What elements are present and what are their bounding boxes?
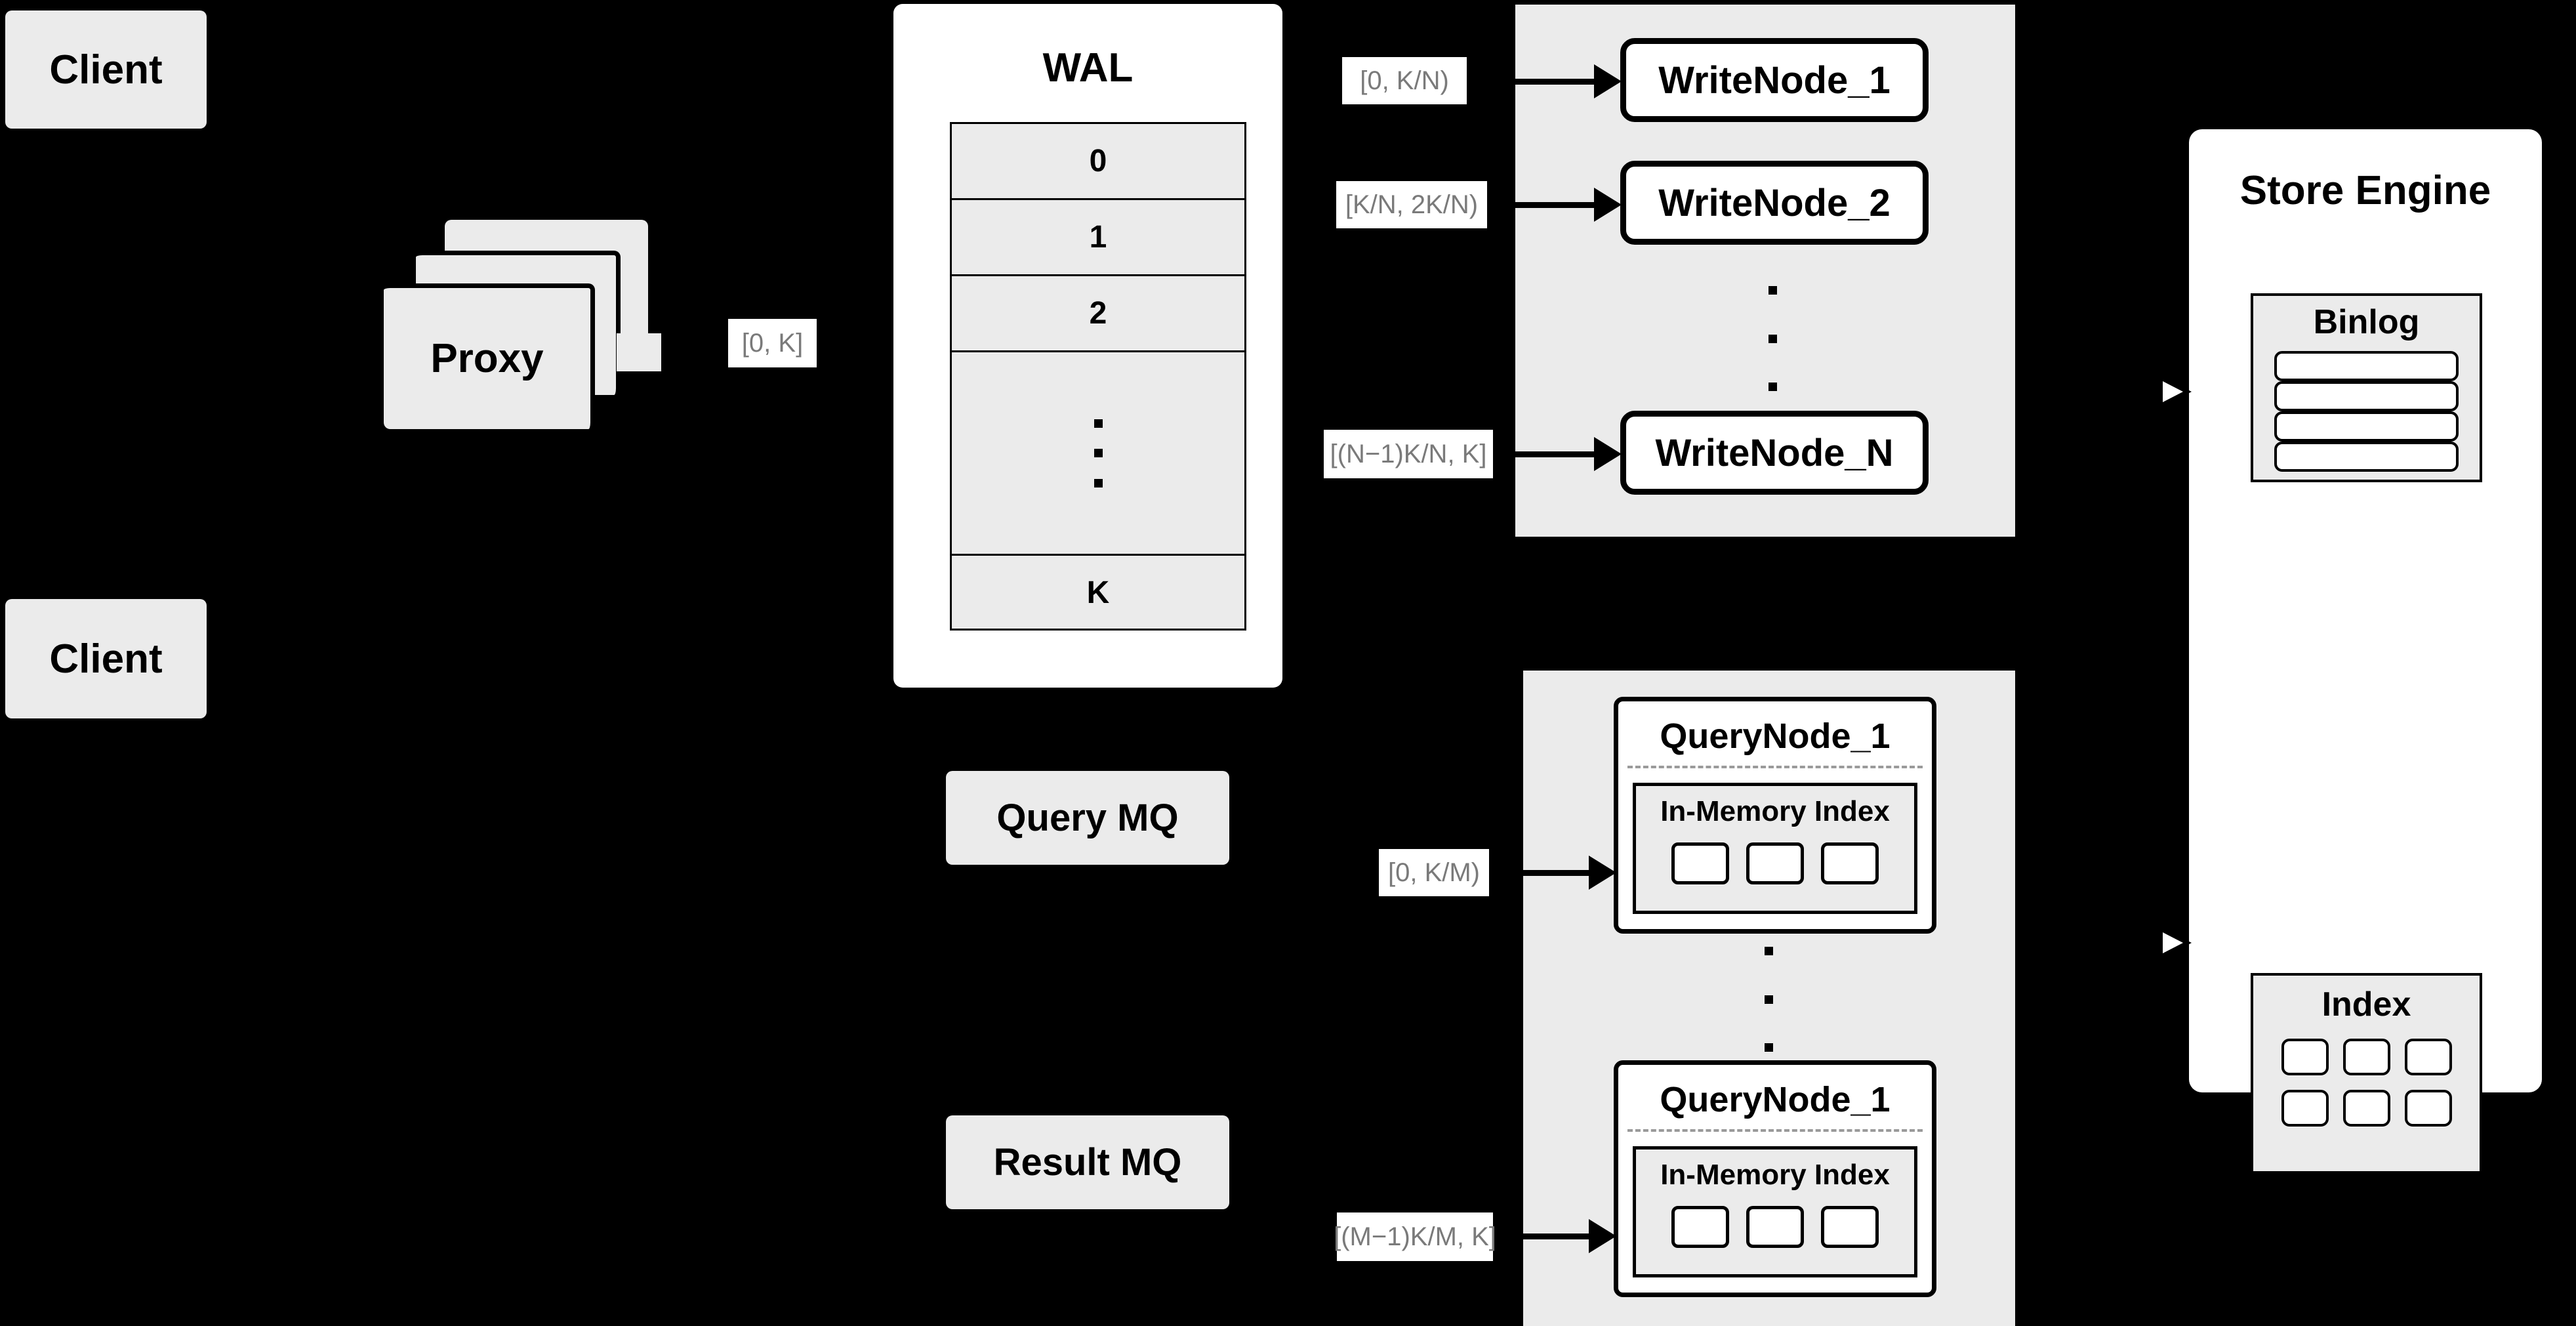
- query-node-divider: [1627, 766, 1923, 768]
- index-cell[interactable]: [2404, 1039, 2452, 1075]
- query-node-divider: [1627, 1129, 1923, 1132]
- write-node-label: WriteNode_N: [1655, 431, 1894, 474]
- index-cell[interactable]: [2342, 1090, 2390, 1127]
- store-engine-panel: Store Engine Binlog Index: [2189, 129, 2542, 1174]
- client-box-2[interactable]: Client: [5, 599, 207, 718]
- arrow-to-write-node-n: [1498, 437, 1622, 471]
- result-mq-box[interactable]: Result MQ: [946, 1115, 1229, 1209]
- query-node-label: QueryNode_1: [1660, 716, 1891, 756]
- arrow-to-index: [2118, 927, 2192, 959]
- binlog-title: Binlog: [2313, 303, 2420, 341]
- vertical-ellipsis-icon: [1762, 947, 1775, 1052]
- index-box[interactable]: Index: [2251, 973, 2482, 1174]
- index-segment-cell[interactable]: [1671, 842, 1729, 884]
- write-node-label: WriteNode_1: [1658, 58, 1891, 102]
- index-cell[interactable]: [2281, 1090, 2329, 1127]
- wal-cell[interactable]: K: [1086, 575, 1110, 610]
- proxy-card-notch: [617, 333, 661, 371]
- wal-cell[interactable]: 2: [952, 276, 1244, 352]
- wal-cell[interactable]: 1: [952, 200, 1244, 276]
- edge-label-query-node-m: [(M−1)K/M, K]: [1334, 1212, 1496, 1261]
- edge-label-write-node-n: [(N−1)K/N, K]: [1324, 430, 1493, 478]
- index-title: Index: [2321, 985, 2411, 1024]
- result-mq-label: Result MQ: [993, 1141, 1182, 1184]
- arrow-to-write-node-2: [1493, 188, 1622, 222]
- arrow-to-binlog: [2118, 376, 2192, 407]
- binlog-rows: [2274, 351, 2459, 472]
- in-memory-index-label: In-Memory Index: [1660, 795, 1890, 827]
- index-segment-cell[interactable]: [1821, 842, 1879, 884]
- query-mq-box[interactable]: Query MQ: [946, 771, 1229, 865]
- edge-label-write-node-2: [K/N, 2K/N): [1336, 181, 1487, 228]
- in-memory-index-frame: In-Memory Index: [1633, 783, 1917, 914]
- index-cell[interactable]: [2404, 1090, 2452, 1127]
- query-node-1[interactable]: QueryNode_1 In-Memory Index: [1614, 697, 1936, 934]
- client-label: Client: [49, 47, 163, 93]
- index-cell[interactable]: [2342, 1039, 2390, 1075]
- index-segment-cell[interactable]: [1746, 842, 1804, 884]
- index-segment-cell[interactable]: [1746, 1206, 1804, 1248]
- query-node-m[interactable]: QueryNode_1 In-Memory Index: [1614, 1060, 1936, 1297]
- write-node-1[interactable]: WriteNode_1: [1620, 38, 1929, 122]
- index-cell[interactable]: [2281, 1039, 2329, 1075]
- write-node-2[interactable]: WriteNode_2: [1620, 161, 1929, 245]
- binlog-row[interactable]: [2274, 381, 2459, 411]
- wal-cell-ellipsis: [952, 352, 1244, 556]
- arrow-to-query-node-m: [1498, 1219, 1616, 1253]
- binlog-row[interactable]: [2274, 351, 2459, 381]
- in-memory-index-frame: In-Memory Index: [1633, 1146, 1917, 1277]
- index-segment-cell[interactable]: [1821, 1206, 1879, 1248]
- in-memory-index-label: In-Memory Index: [1660, 1159, 1890, 1191]
- proxy-box[interactable]: Proxy: [384, 283, 595, 429]
- vertical-ellipsis-icon: [1094, 419, 1103, 487]
- edge-label-query-node-1: [0, K/M): [1379, 849, 1489, 896]
- edge-label-proxy-to-wal: [0, K]: [728, 319, 817, 367]
- wal-container: WAL 0 1 2 K: [893, 4, 1282, 688]
- proxy-label: Proxy: [430, 336, 544, 381]
- arrow-to-query-node-1: [1494, 856, 1616, 890]
- edge-label-write-node-1: [0, K/N): [1342, 57, 1467, 104]
- store-engine-title: Store Engine: [2239, 168, 2491, 213]
- binlog-row[interactable]: [2274, 442, 2459, 472]
- write-node-n[interactable]: WriteNode_N: [1620, 411, 1929, 495]
- index-grid: [2253, 1039, 2480, 1127]
- write-node-label: WriteNode_2: [1658, 181, 1891, 224]
- query-mq-label: Query MQ: [996, 797, 1179, 839]
- wal-cell[interactable]: 0: [952, 124, 1244, 200]
- wal-title: WAL: [1042, 45, 1134, 91]
- wal-table: 0 1 2 K: [950, 122, 1246, 631]
- arrow-to-write-node-1: [1480, 64, 1622, 98]
- edge-label-text: [0, K]: [741, 328, 804, 358]
- client-label: Client: [49, 636, 163, 682]
- query-node-label: QueryNode_1: [1660, 1080, 1891, 1119]
- vertical-ellipsis-icon: [1766, 286, 1779, 391]
- index-segment-cell[interactable]: [1671, 1206, 1729, 1248]
- client-box-1[interactable]: Client: [5, 10, 207, 129]
- binlog-box[interactable]: Binlog: [2251, 293, 2482, 482]
- binlog-row[interactable]: [2274, 411, 2459, 442]
